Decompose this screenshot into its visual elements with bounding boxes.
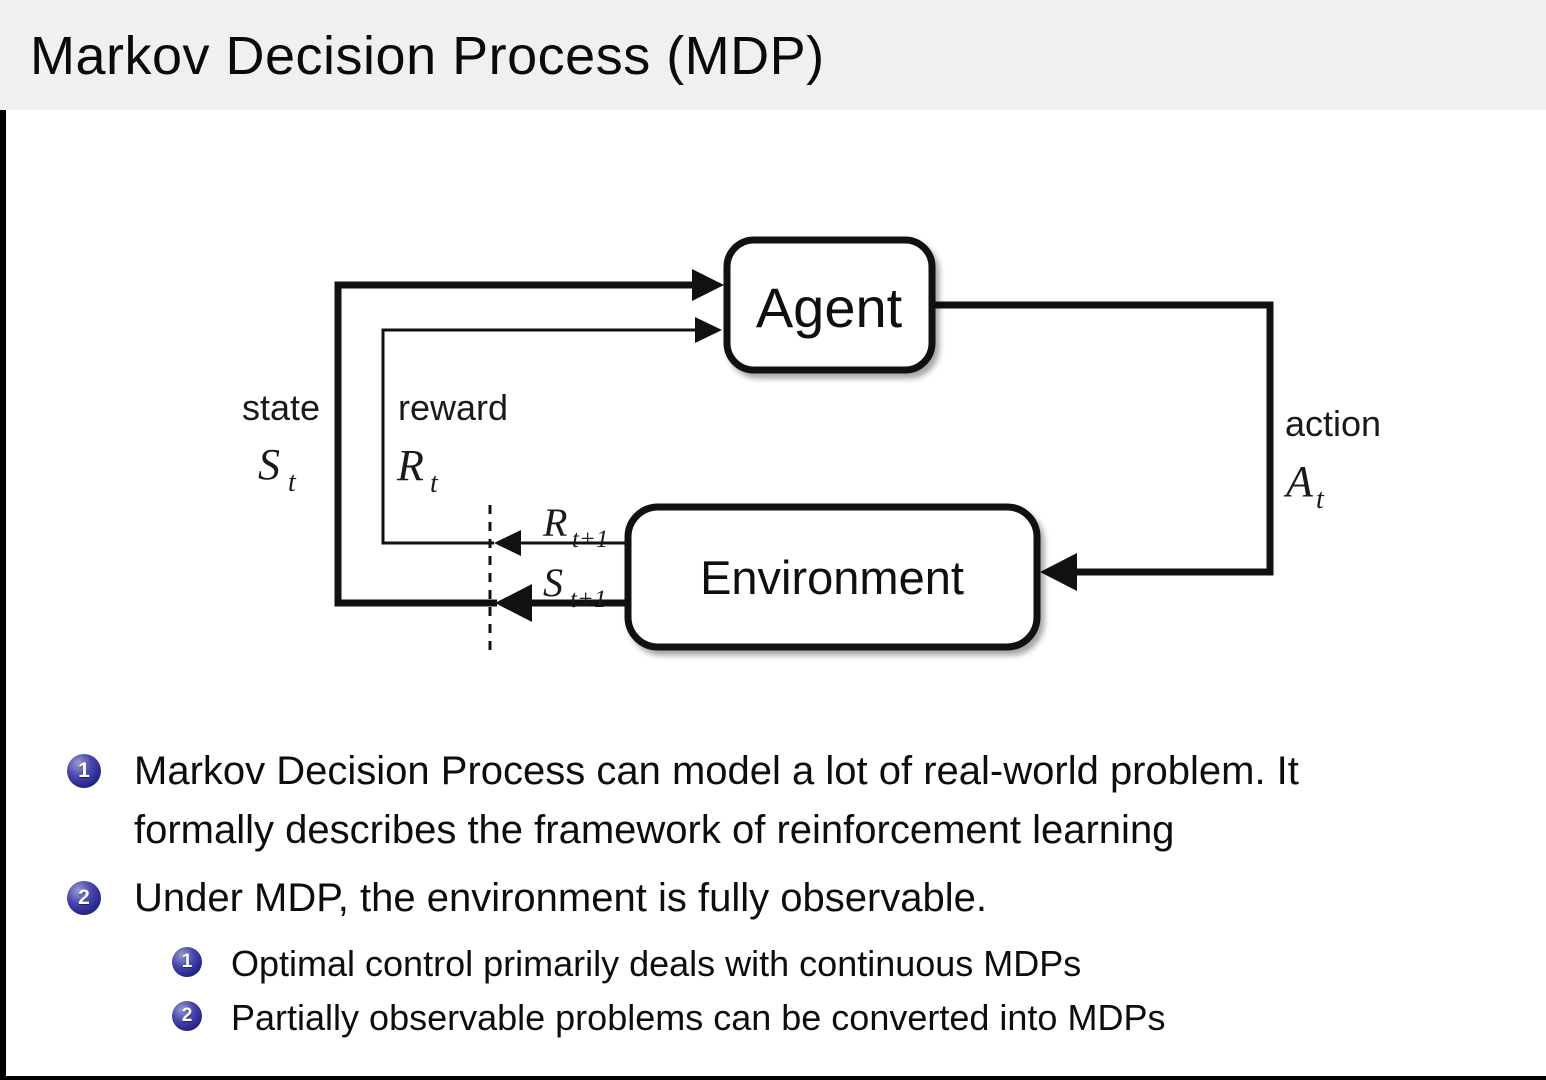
reward-symbol: R <box>396 441 424 490</box>
agent-label: Agent <box>756 276 903 339</box>
title-band: Markov Decision Process (MDP) <box>0 0 1546 110</box>
sub-bullet-1-number-ball: 1 <box>172 947 202 977</box>
bullet-2-line-1: Under MDP, the environment is fully obse… <box>134 876 988 920</box>
action-symbol: A <box>1283 457 1314 506</box>
bullet-2-number-ball: 2 <box>67 881 101 915</box>
reward-arrowhead-into-agent <box>695 317 722 343</box>
state-symbol: S <box>258 440 280 489</box>
action-arrowhead-into-environment <box>1040 553 1077 591</box>
bullet-2-text: Under MDP, the environment is fully obse… <box>134 869 987 928</box>
slide-bottom-border <box>0 1076 1546 1080</box>
state-subscript: t <box>288 467 297 498</box>
sub-bullet-1-number: 1 <box>181 951 193 972</box>
action-subscript: t <box>1316 484 1325 515</box>
bullet-1-number-ball: 1 <box>67 754 101 788</box>
next-state-arrowhead <box>495 584 532 622</box>
agent-box <box>723 236 936 374</box>
environment-box <box>624 503 1041 651</box>
bullet-1-number: 1 <box>78 759 90 782</box>
slide-left-border <box>0 0 6 1080</box>
environment-label: Environment <box>700 551 964 604</box>
next-reward-subscript: t+1 <box>572 526 608 553</box>
sub-bullet-2-number-ball: 2 <box>172 1001 202 1031</box>
action-label: action <box>1285 403 1381 444</box>
reward-subscript: t <box>430 468 439 499</box>
page-title: Markov Decision Process (MDP) <box>30 26 825 86</box>
bullet-2-number: 2 <box>78 886 90 909</box>
bullet-1-line-2: formally describes the framework of rein… <box>134 808 1175 852</box>
bullet-1-line-1: Markov Decision Process can model a lot … <box>134 749 1299 793</box>
next-reward-symbol: R <box>542 500 567 545</box>
state-loop-line <box>334 281 702 607</box>
state-label: state <box>242 387 320 428</box>
action-line <box>932 301 1274 576</box>
agent-node <box>723 236 936 374</box>
state-arrowhead-into-agent <box>692 269 724 301</box>
next-state-symbol: S <box>543 560 563 605</box>
bullet-1-text: Markov Decision Process can model a lot … <box>134 742 1299 860</box>
environment-node <box>624 503 1041 651</box>
next-state-subscript: t+1 <box>570 586 606 613</box>
sub-bullet-2-text: Partially observable problems can be con… <box>231 997 1166 1038</box>
next-reward-arrowhead <box>494 530 521 556</box>
sub-bullet-2-number: 2 <box>181 1005 193 1026</box>
sub-bullet-1-text: Optimal control primarily deals with con… <box>231 943 1082 984</box>
reward-label: reward <box>398 387 508 428</box>
reward-loop-line <box>381 328 700 545</box>
